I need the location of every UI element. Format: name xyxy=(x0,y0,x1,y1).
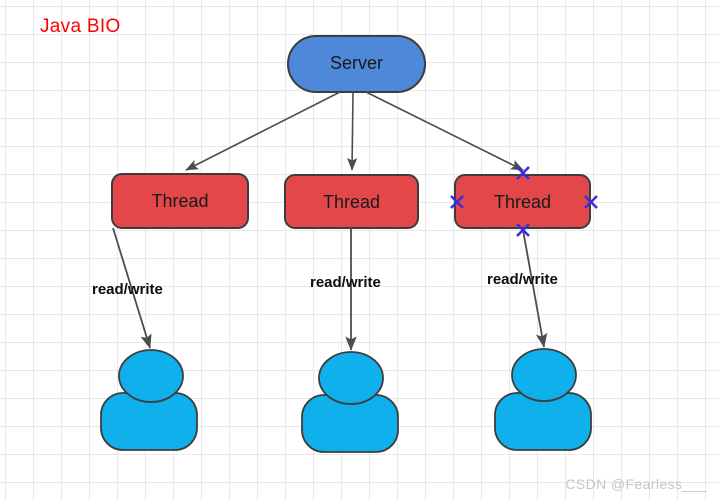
client-icon-1[interactable] xyxy=(100,349,198,451)
edge-server-to-thread-2 xyxy=(347,91,358,171)
edge-server-to-thread-3 xyxy=(365,91,524,171)
selection-handle-left-icon[interactable] xyxy=(450,195,464,209)
watermark: CSDN @Fearless___ xyxy=(565,476,707,492)
thread-node-2[interactable] xyxy=(284,174,419,229)
diagram-title: Java BIO xyxy=(40,16,121,37)
client-1-head xyxy=(118,349,184,403)
edge-label-read-write-1: read/write xyxy=(92,281,163,298)
client-3-head xyxy=(511,348,577,402)
server-node[interactable] xyxy=(287,35,426,93)
selection-handle-right-icon[interactable] xyxy=(584,195,598,209)
edge-thread-3-to-client-3 xyxy=(522,229,548,348)
client-icon-3[interactable] xyxy=(494,348,592,451)
selection-handle-top-icon[interactable] xyxy=(516,166,530,180)
edge-label-read-write-3: read/write xyxy=(487,271,558,288)
thread-node-3[interactable] xyxy=(454,174,591,229)
client-2-head xyxy=(318,351,384,405)
client-icon-2[interactable] xyxy=(301,351,399,453)
selection-handle-bottom-icon[interactable] xyxy=(516,223,530,237)
edge-label-read-write-2: read/write xyxy=(310,274,381,291)
thread-node-1[interactable] xyxy=(111,173,249,229)
edge-thread-1-to-client-1 xyxy=(112,227,152,349)
edge-server-to-thread-1 xyxy=(185,91,341,171)
